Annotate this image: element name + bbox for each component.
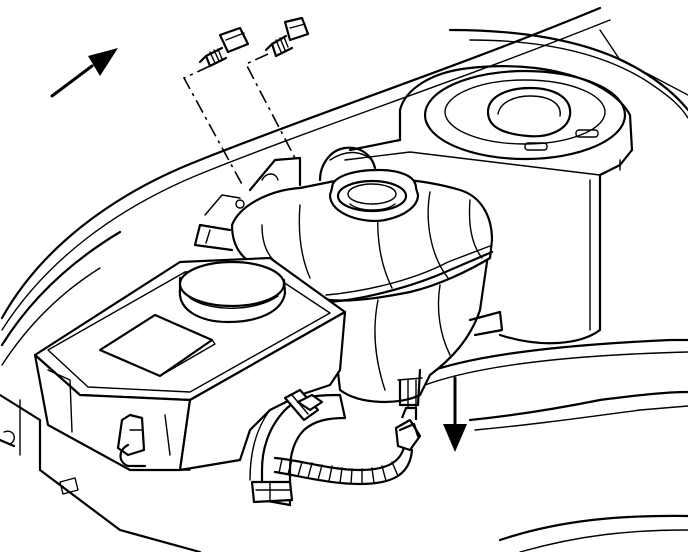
- wiring-harness: [273, 438, 414, 486]
- harness-convolute-ribs: [278, 458, 399, 485]
- electrical-connector: [394, 379, 422, 452]
- fastener-bolt-left: [198, 26, 250, 68]
- removal-direction-arrow: [443, 376, 467, 452]
- hose-clamp-lower: [250, 480, 294, 504]
- air-cleaner-housing: [344, 65, 634, 345]
- coolant-surge-tank: [193, 146, 504, 407]
- hose-clamp-upper: [283, 388, 324, 422]
- bolt-leader-lines: [182, 53, 297, 189]
- coolant-hose: [249, 388, 347, 507]
- fastener-bolt-right: [264, 16, 310, 58]
- forward-direction-arrow: [50, 48, 118, 98]
- surge-tank-cap: [328, 168, 420, 222]
- lower-right-panel: [418, 338, 688, 552]
- washer-fluid-reservoir: [33, 256, 347, 472]
